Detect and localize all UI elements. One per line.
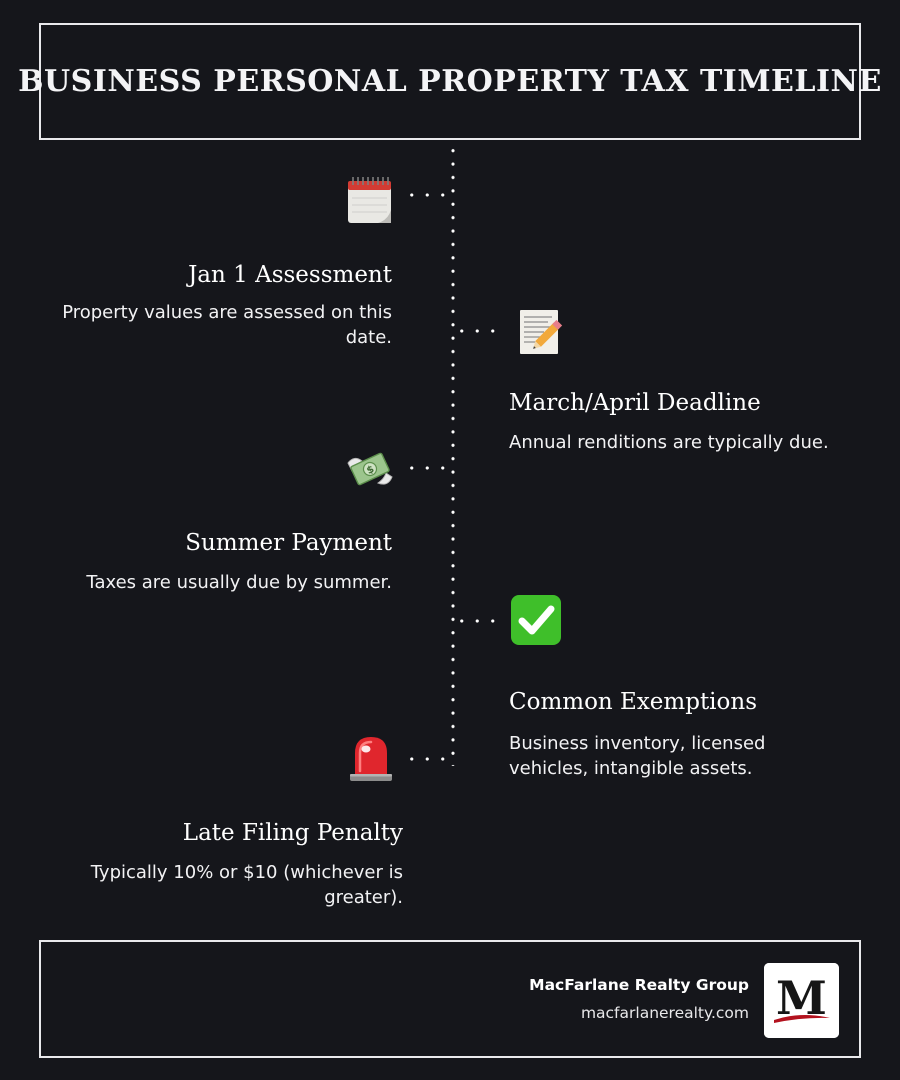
company-url[interactable]: macfarlanerealty.com <box>580 1004 749 1022</box>
timeline-item-description: Taxes are usually due by summer. <box>86 572 392 593</box>
timeline-connector <box>404 757 454 761</box>
timeline-connector <box>404 466 454 470</box>
timeline-item-title: Late Filing Penalty <box>182 820 403 846</box>
timeline-item-description: Property values are assessed on this dat… <box>62 302 392 348</box>
timeline-vertical-line <box>451 144 455 766</box>
company-logo: M <box>764 963 839 1038</box>
timeline-item-description: Business inventory, licensed vehicles, i… <box>509 733 766 779</box>
timeline-item-description: Typically 10% or $10 (whichever is great… <box>90 862 403 908</box>
timeline-item-description: Annual renditions are typically due. <box>509 432 829 453</box>
svg-text:$: $ <box>365 464 376 477</box>
calendar-icon <box>344 174 396 226</box>
footer-box: MacFarlane Realty Group macfarlanerealty… <box>39 940 861 1058</box>
timeline-item-title: Summer Payment <box>185 530 392 556</box>
timeline-connector <box>454 329 504 333</box>
company-name: MacFarlane Realty Group <box>529 976 749 994</box>
memo-pencil-icon <box>514 306 566 358</box>
timeline-item-title: March/April Deadline <box>509 390 761 416</box>
siren-light-icon <box>345 731 397 783</box>
timeline-connector <box>454 619 504 623</box>
timeline-item-title: Common Exemptions <box>509 689 758 715</box>
timeline-connector <box>404 193 454 197</box>
header-box: BUSINESS PERSONAL PROPERTY TAX TIMELINE <box>18 23 881 140</box>
money-with-wings-icon: $ <box>344 443 396 495</box>
page-title: BUSINESS PERSONAL PROPERTY TAX TIMELINE <box>18 64 882 99</box>
check-mark-icon <box>510 594 562 646</box>
timeline-item-title: Jan 1 Assessment <box>188 262 392 288</box>
